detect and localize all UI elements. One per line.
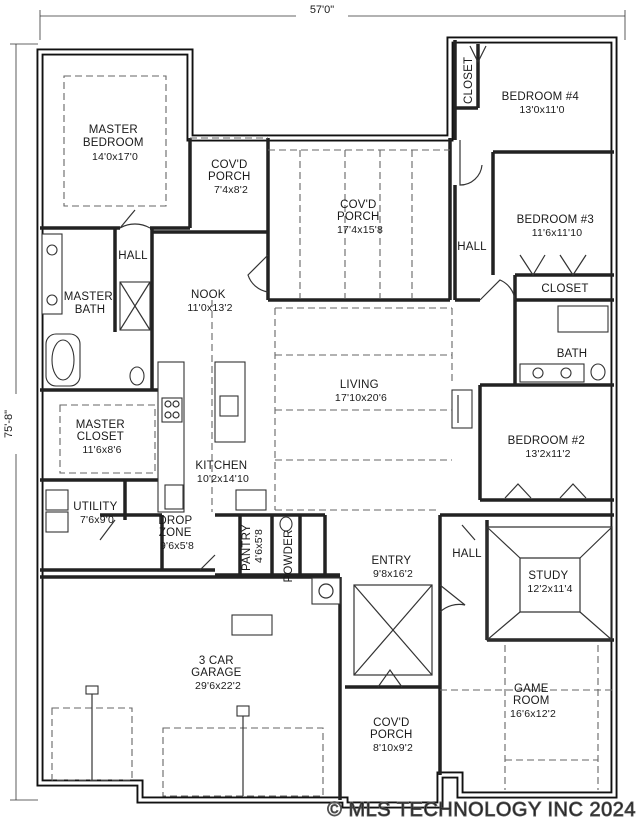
room-labels: MASTER BEDROOM 14'0x17'0 COV'D PORCH 7'4…	[64, 57, 598, 754]
garage-vent	[231, 614, 273, 636]
master-closet-label: MASTER CLOSET 11'6x8'6	[76, 419, 129, 456]
left-dimension: 75'-8"	[2, 43, 38, 801]
bathtub-icon	[557, 305, 609, 333]
overall-width-label: 57'0"	[310, 4, 334, 16]
study-label: STUDY 12'2x11'4	[527, 570, 572, 595]
drop-zone-label: DROP ZONE 9'6x5'8	[158, 515, 195, 552]
sink-icon	[46, 294, 58, 306]
study-ceiling	[486, 526, 613, 641]
covd-porch-small-label: COV'D PORCH 7'4x8'2	[208, 159, 254, 196]
garage-label: 3 CAR GARAGE 29'6x22'2	[191, 655, 245, 692]
closet-b3-label: CLOSET	[541, 283, 588, 295]
kitchen-label: KITCHEN 10'2x14'10	[195, 460, 250, 485]
pantry-label: PANTRY 4'6x5'8	[241, 521, 265, 571]
toilet-icon	[590, 363, 606, 381]
doors	[99, 45, 587, 688]
water-heater-icon	[311, 577, 341, 605]
fixtures	[41, 233, 609, 796]
sink-icon	[560, 367, 572, 379]
sink-icon	[532, 367, 544, 379]
covd-porch-rear-label: COV'D PORCH 17'4x15'8	[337, 199, 383, 236]
vanity-icon	[41, 233, 63, 315]
hall-entry-label: HALL	[452, 548, 482, 560]
toilet-icon	[129, 366, 145, 386]
top-dimension: 57'0"	[39, 2, 626, 40]
overall-depth-label: 75'-8"	[3, 410, 15, 438]
watermark-text: © MLS TECHNOLOGY INC 2024	[327, 799, 636, 821]
toilet-icon	[279, 516, 293, 532]
game-room-label: GAME ROOM 16'6x12'2	[510, 683, 556, 720]
refrigerator-icon	[235, 489, 267, 511]
range-icon	[161, 397, 183, 423]
closet-top-label: CLOSET	[463, 57, 475, 104]
sink-icon	[46, 244, 58, 256]
dryer-icon	[45, 511, 69, 533]
covd-porch-front-label: COV'D PORCH 8'10x9'2	[370, 717, 416, 754]
sink-icon	[219, 395, 239, 417]
hall-master-label: HALL	[118, 250, 148, 262]
bedroom4-label: BEDROOM #4 13'0x11'0	[502, 91, 583, 116]
living-label: LIVING 17'10x20'6	[335, 379, 387, 404]
bedroom2-label: BEDROOM #2 13'2x11'2	[508, 435, 589, 460]
hall-right-label: HALL	[457, 241, 487, 253]
bedroom3-label: BEDROOM #3 11'6x11'10	[517, 214, 598, 239]
bath-label: BATH	[557, 348, 588, 360]
powder-label: POWDER	[283, 530, 295, 583]
master-bath-label: MASTER BATH	[64, 291, 117, 316]
nook-label: NOOK 11'0x13'2	[187, 289, 232, 314]
vanity-icon	[519, 363, 585, 383]
master-bedroom-label: MASTER BEDROOM 14'0x17'0	[83, 124, 147, 163]
entry-label: ENTRY 9'8x16'2	[372, 555, 415, 580]
washer-icon	[45, 489, 69, 511]
entry-skylight	[353, 584, 433, 676]
utility-label: UTILITY 7'6x9'0	[73, 501, 120, 526]
